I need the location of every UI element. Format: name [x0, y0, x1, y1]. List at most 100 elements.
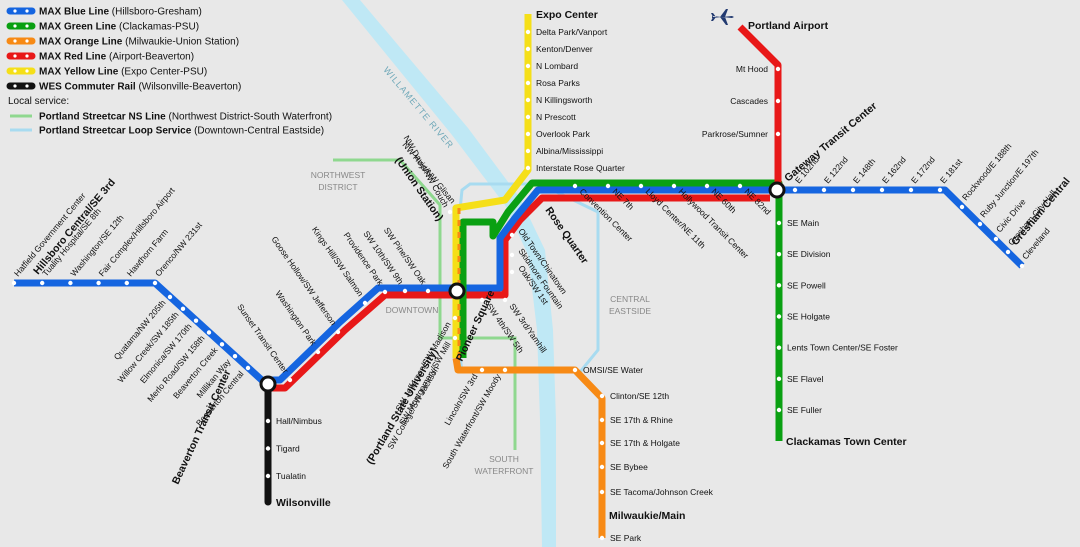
legend-dot-1: [13, 24, 17, 28]
stop-green_south-1[interactable]: [776, 251, 782, 257]
stop-red_airport-0[interactable]: [775, 66, 781, 72]
legend-dot-b-4: [25, 69, 29, 73]
hub-pioneer[interactable]: [448, 282, 466, 300]
stop-blue_west-12[interactable]: [245, 365, 251, 371]
legend-dot-4: [13, 69, 17, 73]
stop-east_trunk-3[interactable]: [671, 183, 677, 189]
stop-blue_west-4[interactable]: [124, 280, 129, 286]
stop-orange-1[interactable]: [599, 393, 605, 399]
stop-yellow-2[interactable]: [525, 63, 531, 69]
stop-west_trunk-3[interactable]: [362, 300, 368, 306]
stop-blue_east-1[interactable]: [821, 187, 827, 193]
stop-blue_east-10[interactable]: [1019, 263, 1025, 269]
stop-east_trunk-4[interactable]: [704, 183, 710, 189]
stop-west_trunk-7[interactable]: [447, 209, 453, 215]
stop-blue_east-5[interactable]: [937, 187, 943, 193]
stop-wes-1[interactable]: [265, 446, 271, 451]
stop-blue_east-2[interactable]: [850, 187, 856, 193]
stop-east_trunk-1[interactable]: [605, 183, 611, 189]
stop-wes-2[interactable]: [265, 473, 271, 479]
label-orange-4: SE Bybee: [610, 462, 648, 472]
stop-orange-2[interactable]: [599, 417, 605, 423]
stop-orange-4[interactable]: [599, 464, 605, 470]
stop-green_south-3[interactable]: [776, 314, 782, 319]
stop-blue_east-7[interactable]: [977, 221, 983, 227]
stop-blue_west-1[interactable]: [40, 280, 45, 286]
stop-west_trunk-0[interactable]: [287, 377, 293, 383]
label-blue_east-3: E 162nd: [880, 154, 908, 185]
area-nw2: DISTRICT: [318, 182, 357, 192]
label-west_trunk-3: Kings Hill/SW Salmon: [310, 225, 366, 299]
stop-blue_east-3[interactable]: [879, 187, 885, 193]
stop-red_airport-2[interactable]: [775, 131, 781, 137]
area-ce2: EASTSIDE: [609, 306, 651, 316]
stop-orange-0[interactable]: [572, 367, 578, 373]
stop-yellow-6[interactable]: [525, 131, 531, 137]
label-orange-5: SE Tacoma/Johnson Creek: [610, 487, 714, 497]
stop-blue_east-4[interactable]: [908, 187, 914, 193]
stop-green_south-4[interactable]: [776, 345, 782, 350]
legend-dot-3: [13, 54, 17, 58]
blue-line-trunk: [268, 186, 1025, 384]
stop-west_trunk-1[interactable]: [315, 349, 321, 355]
stop-blue_east-8[interactable]: [993, 236, 999, 242]
stop-blue_east-6[interactable]: [959, 204, 965, 210]
stop-green_south-6[interactable]: [776, 407, 782, 413]
stop-blue_west-8[interactable]: [193, 318, 199, 323]
stop-east_dt-4[interactable]: [479, 297, 485, 303]
label-blue_east-4: E 172nd: [909, 154, 937, 185]
stop-east_dt-0[interactable]: [509, 232, 515, 238]
stop-wes-0[interactable]: [265, 418, 271, 424]
stop-east_trunk-5[interactable]: [737, 183, 743, 189]
stop-east_dt-3[interactable]: [502, 297, 508, 303]
stop-blue_west-0[interactable]: [11, 280, 17, 286]
stop-west_trunk-6[interactable]: [425, 288, 431, 294]
stop-yellow-1[interactable]: [525, 46, 531, 52]
stop-green_south-0[interactable]: [776, 220, 782, 226]
stop-blue_west-11[interactable]: [232, 353, 238, 359]
stop-blue_west-7[interactable]: [180, 306, 186, 312]
stop-orange-3[interactable]: [599, 440, 605, 446]
stop-yellow-8[interactable]: [525, 165, 531, 171]
stop-mall-3[interactable]: [502, 367, 508, 373]
stop-yellow-5[interactable]: [525, 114, 531, 120]
stop-blue_west-5[interactable]: [152, 280, 158, 286]
stop-east_trunk-0[interactable]: [572, 183, 578, 189]
legend-line-label-2: MAX Orange Line (Milwaukie-Union Station…: [39, 37, 239, 48]
legend: MAX Blue Line (Hillsboro-Gresham)MAX Gre…: [6, 7, 332, 137]
stop-blue_west-9[interactable]: [206, 330, 212, 335]
stop-blue_east-0[interactable]: [792, 187, 798, 193]
stop-east_dt-1[interactable]: [509, 252, 515, 258]
legend-line-label-0: MAX Blue Line (Hillsboro-Gresham): [39, 7, 202, 18]
hub-beaverton[interactable]: [259, 375, 277, 393]
label-green_south-2: SE Powell: [787, 280, 826, 290]
hub-gateway[interactable]: [768, 181, 786, 199]
stop-west_trunk-5[interactable]: [402, 288, 408, 294]
label-rose-quarter: Rose Quarter: [543, 205, 591, 266]
stop-west_trunk-2[interactable]: [335, 329, 341, 335]
stop-green_south-5[interactable]: [776, 376, 782, 382]
stop-green_south-2[interactable]: [776, 283, 782, 288]
stop-yellow-0[interactable]: [525, 29, 531, 35]
label-red_airport-1: Cascades: [730, 96, 768, 106]
stop-east_trunk-2[interactable]: [638, 183, 644, 189]
stop-red_airport-1[interactable]: [775, 98, 781, 104]
stop-east_dt-2[interactable]: [509, 269, 515, 275]
stop-blue_west-2[interactable]: [68, 280, 73, 286]
stop-mall-0[interactable]: [452, 315, 458, 321]
stop-mall-1[interactable]: [452, 335, 458, 341]
label-green_south-3: SE Holgate: [787, 312, 830, 322]
willamette-river: [313, 0, 556, 547]
stop-west_trunk-4[interactable]: [382, 289, 388, 295]
stop-orange-6[interactable]: [599, 535, 605, 541]
stop-blue_west-3[interactable]: [96, 280, 101, 286]
stop-yellow-7[interactable]: [525, 148, 531, 154]
stop-yellow-4[interactable]: [525, 97, 531, 103]
stop-yellow-3[interactable]: [525, 80, 531, 86]
stop-orange-5[interactable]: [599, 489, 605, 495]
stop-blue_west-10[interactable]: [219, 342, 225, 347]
legend-dot-5: [13, 84, 17, 88]
stop-mall-2[interactable]: [479, 367, 485, 373]
stop-blue_west-6[interactable]: [167, 294, 173, 300]
stop-blue_east-9[interactable]: [1005, 249, 1011, 255]
